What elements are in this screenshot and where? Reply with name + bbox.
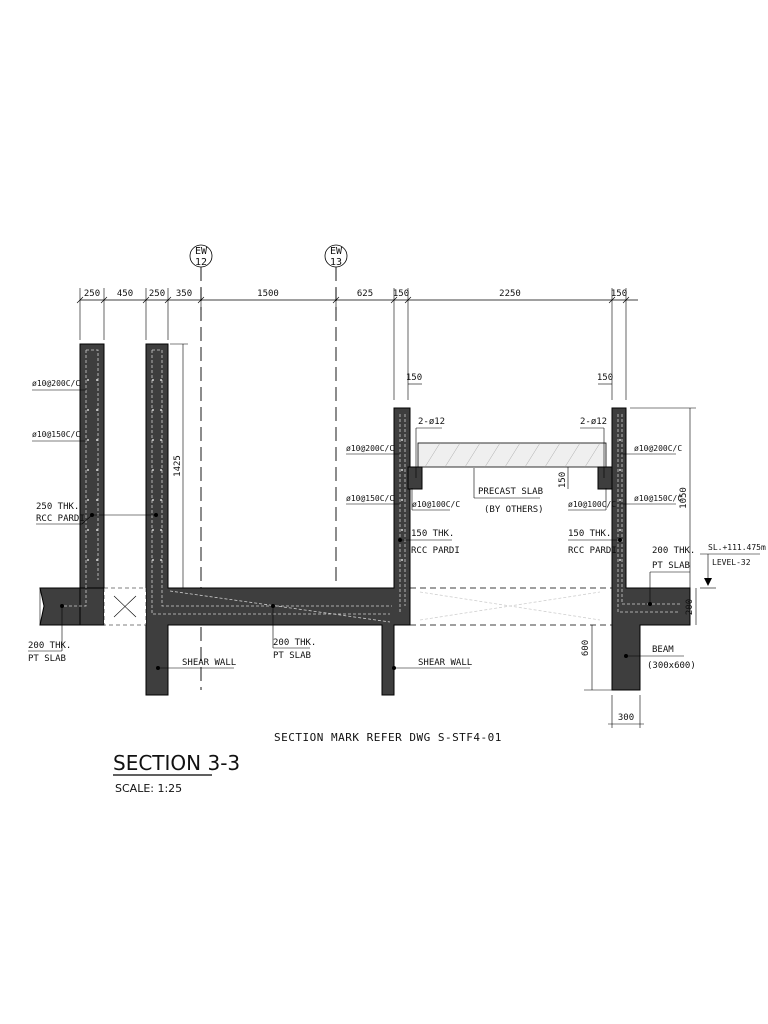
label-pt-slab-mid-2: PT SLAB	[273, 651, 311, 661]
label-level-2: LEVEL-32	[712, 558, 751, 567]
label-slab-right-2: PT SLAB	[652, 561, 690, 571]
right-labels: 2-ø12 ø10@100C/C 150 THK. RCC PARDI ø10@…	[568, 417, 766, 671]
label-rebar-200-mid: ø10@200C/C	[346, 444, 394, 453]
precast-hatch	[424, 442, 601, 468]
dim-150-slab: 150	[558, 472, 568, 488]
dim-2250: 2250	[499, 289, 521, 299]
dim-250-a: 250	[84, 289, 100, 299]
section-title: SECTION 3-3	[113, 751, 240, 775]
label-beam-2: (300x600)	[647, 661, 696, 671]
dim-200: 200	[685, 599, 695, 615]
label-rebar-200-left: ø10@200C/C	[32, 379, 80, 388]
label-pardi-mid-1: 150 THK.	[411, 529, 454, 539]
dim-625: 625	[357, 289, 373, 299]
mid-labels: SHEAR WALL 200 THK. PT SLAB SHEAR WALL ø…	[156, 417, 544, 670]
open-zone	[39, 587, 612, 626]
grid-bubble-ew12: EW 12	[189, 244, 213, 268]
dim-150-pardi-right: 150	[597, 373, 613, 383]
label-beam-1: BEAM	[652, 645, 674, 655]
main-slab-and-shear-walls	[145, 343, 411, 696]
dim-250-b: 250	[149, 289, 165, 299]
dim-450: 450	[117, 289, 133, 299]
label-rebar-150-right: ø10@150C/C	[634, 494, 682, 503]
grid-bubble-ew13: EW 13	[324, 244, 348, 268]
dim-600: 600	[581, 640, 591, 656]
right-structure	[611, 407, 691, 691]
grid-ew12-top: EW	[195, 246, 208, 257]
dim-350: 350	[176, 289, 192, 299]
dim-1425: 1425	[173, 455, 183, 477]
label-pardi-mid-2: RCC PARDI	[411, 546, 460, 556]
label-rebar-150-mid: ø10@150C/C	[346, 494, 394, 503]
grid-ew13-top: EW	[330, 246, 343, 257]
label-rebar-200-right: ø10@200C/C	[634, 444, 682, 453]
label-rebar-100-mid: ø10@100C/C	[412, 500, 460, 509]
grid-ew12-bottom: 12	[195, 257, 207, 268]
label-rebar-100-right: ø10@100C/C	[568, 500, 616, 509]
dim-300: 300	[618, 713, 634, 723]
dim-150-a: 150	[393, 289, 409, 299]
label-pardi-left-1: 250 THK.	[36, 502, 79, 512]
dim-150-b: 150	[611, 289, 627, 299]
label-2-12-mid: 2-ø12	[418, 417, 445, 427]
grid-ew13-bottom: 13	[330, 257, 342, 268]
level-triangle-icon	[704, 578, 712, 586]
label-slab-right-1: 200 THK.	[652, 546, 695, 556]
top-dimension-chain: 250 450 250 350 1500 625 150 2250 150	[76, 288, 638, 400]
label-pardi-right-2: RCC PARDI	[568, 546, 617, 556]
label-pt-slab-mid-1: 200 THK.	[273, 638, 316, 648]
label-precast-1: PRECAST SLAB	[478, 487, 543, 497]
left-pardi-wall	[79, 343, 105, 590]
left-structure	[39, 343, 411, 696]
precast-slab	[417, 442, 607, 468]
label-precast-2: (BY OTHERS)	[484, 505, 544, 515]
label-rebar-150-left: ø10@150C/C	[32, 430, 80, 439]
label-pardi-left-2: RCC PARDI	[36, 514, 85, 524]
label-pardi-right-1: 150 THK.	[568, 529, 611, 539]
label-level-1: SL.+111.475m	[708, 543, 766, 552]
label-2-12-right: 2-ø12	[580, 417, 607, 427]
label-slab-left-1: 200 THK.	[28, 641, 71, 651]
label-shear-wall-2: SHEAR WALL	[418, 658, 472, 668]
left-pt-slab	[39, 587, 81, 626]
dim-1050: 1050	[679, 487, 689, 509]
right-pardi-slab-beam	[611, 407, 691, 691]
label-slab-left-2: PT SLAB	[28, 654, 66, 664]
dim-1425-group: 1425	[170, 343, 188, 589]
section-mark-reference: SECTION MARK REFER DWG S-STF4-01	[274, 731, 502, 744]
dim-150-pardi-left: 150	[406, 373, 422, 383]
dim-1500: 1500	[257, 289, 279, 299]
section-scale: SCALE: 1:25	[115, 782, 182, 795]
left-labels: ø10@200C/C ø10@150C/C 250 THK. RCC PARDI…	[28, 379, 158, 664]
label-shear-wall-1: SHEAR WALL	[182, 658, 236, 668]
